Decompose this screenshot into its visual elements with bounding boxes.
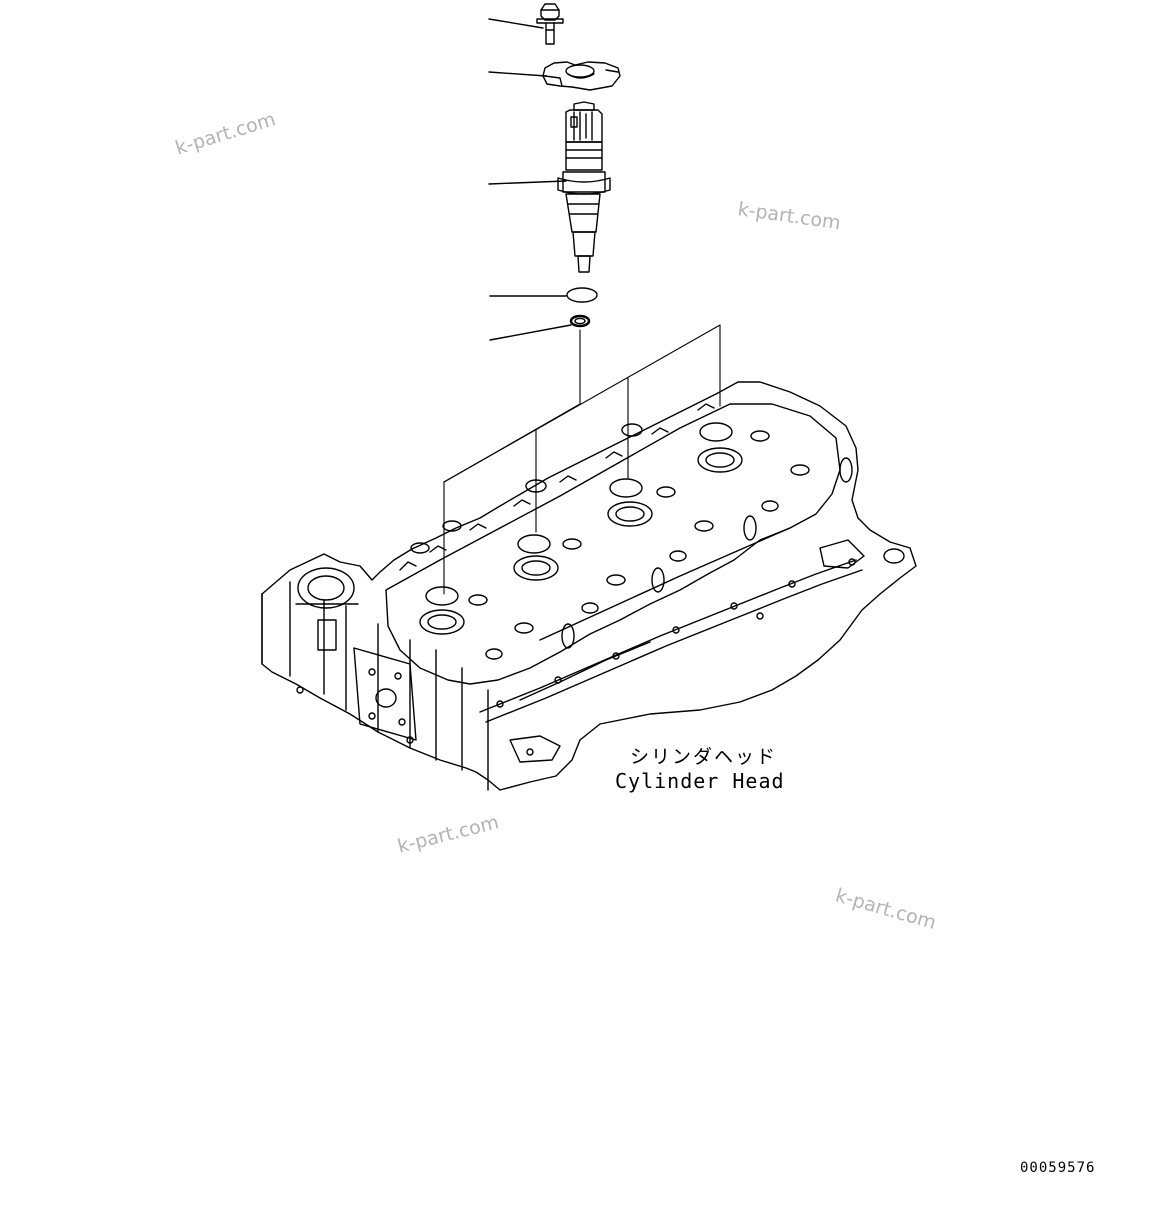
injector-bore-4 [697, 422, 743, 473]
drawing-number: 00059576 [1020, 1160, 1096, 1176]
fuel-injector-icon [557, 101, 611, 273]
gasket-icon [569, 314, 591, 328]
leader-holder [488, 71, 547, 77]
leader-injector [488, 180, 567, 185]
bolt-icon [536, 3, 564, 45]
assembly-guide-lines [443, 324, 721, 595]
cylinder-head-body [261, 381, 917, 791]
injector-bore-1 [419, 586, 465, 635]
leader-bolt [488, 18, 544, 29]
part-label-japanese: シリンダヘッド [630, 746, 778, 768]
callout-leaders [488, 18, 572, 341]
injector-bore-2 [513, 534, 559, 581]
o-ring-icon [566, 287, 598, 303]
injector-bore-3 [607, 478, 653, 527]
injector-holder-icon [542, 61, 621, 91]
leader-gasket [489, 324, 572, 341]
part-label-english: Cylinder Head [615, 769, 785, 793]
